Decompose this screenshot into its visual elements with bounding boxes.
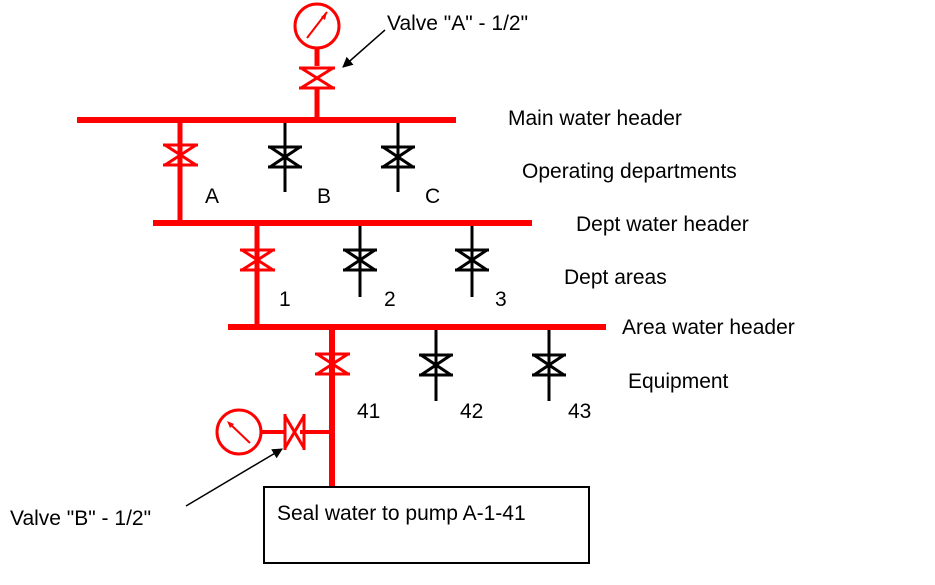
equipment-label: Equipment [628,370,729,393]
valve-a-pointer-arrow-icon [342,29,386,68]
equipment-41-valve-icon [315,352,350,376]
equipment-43-label: 43 [568,400,591,423]
area-1-label: 1 [279,288,291,311]
side-pressure-gauge-icon [215,408,263,456]
pump-destination-label: Seal water to pump A-1-41 [277,502,526,525]
branch-c-label: C [425,185,440,208]
pump-destination-box [263,486,590,564]
dept-water-header-label: Dept water header [576,213,749,236]
branch-a-valve-icon [163,143,198,167]
area-3-valve-icon [455,226,489,297]
branch-b-valve-icon [268,123,302,192]
main-water-header-label: Main water header [508,107,682,130]
branch-b-label: B [317,185,331,208]
area-1-valve-icon [240,248,275,272]
branch-a-label: A [205,185,219,208]
valve-a-icon [299,66,335,90]
area-2-valve-icon [343,226,377,297]
valve-b-icon [283,414,306,450]
equipment-42-label: 42 [460,400,483,423]
equipment-41-label: 41 [357,400,380,423]
area-2-label: 2 [384,288,396,311]
equipment-42-valve-icon [419,330,453,401]
top-pressure-gauge-icon [293,2,341,50]
branch-c-valve-icon [381,123,415,192]
operating-departments-label: Operating departments [522,160,737,183]
valve-a-callout: Valve "A" - 1/2" [387,12,528,35]
area-water-header-label: Area water header [622,316,795,339]
area-3-label: 3 [495,288,507,311]
equipment-43-valve-icon [532,330,566,401]
valve-b-pointer-arrow-icon [185,448,283,507]
dept-areas-label: Dept areas [564,266,667,289]
valve-b-callout: Valve "B" - 1/2" [10,507,151,530]
